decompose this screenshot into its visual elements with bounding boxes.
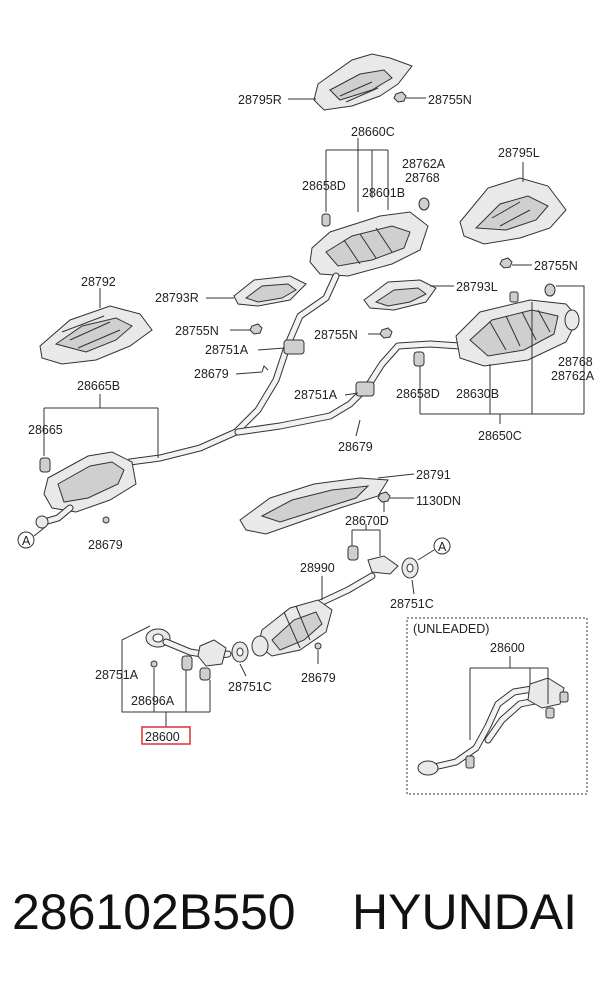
gasket-28751a-mid <box>355 381 375 397</box>
marker-a-right <box>417 537 451 561</box>
label-28665: 28665 <box>28 423 63 437</box>
label-28665b: 28665B <box>77 379 120 393</box>
hanger-28665 <box>39 457 51 473</box>
label-28990: 28990 <box>300 561 335 575</box>
gasket-28751c-lower <box>231 641 249 663</box>
label-28751a-3: 28751A <box>95 668 139 682</box>
heat-protector-28793l <box>363 279 437 311</box>
marker-a-left <box>17 527 45 549</box>
nut-28755n-top <box>393 91 407 103</box>
heat-protector-28795r <box>313 53 413 111</box>
bolt-1130dn <box>377 491 391 512</box>
label-28751c-1: 28751C <box>390 597 434 611</box>
label-28755n-right: 28755N <box>534 259 578 273</box>
label-28696a: 28696A <box>131 694 175 708</box>
hanger-28658d-right <box>413 351 425 367</box>
brand-name: HYUNDAI <box>352 884 578 940</box>
nut-28755n-left <box>249 323 263 335</box>
marker-a-left-text: A <box>22 534 31 548</box>
label-28768-right: 28768 <box>558 355 593 369</box>
label-28762a-top: 28762A <box>402 157 446 171</box>
label-28679-1: 28679 <box>194 367 229 381</box>
gasket-28751c-upper <box>401 557 419 579</box>
front-muffler-28665b <box>35 451 137 529</box>
label-28670d: 28670D <box>345 514 389 528</box>
label-28650c: 28650C <box>478 429 522 443</box>
nut-28755n-mid <box>379 327 393 339</box>
heat-protector-28795l <box>459 177 567 245</box>
highlight-box-28600 <box>141 726 191 745</box>
label-28601b: 28601B <box>362 186 405 200</box>
label-28679-3: 28679 <box>88 538 123 552</box>
label-28658d-right: 28658D <box>396 387 440 401</box>
front-pipe-28600-main <box>145 628 232 681</box>
heat-protector-28793r <box>233 275 307 307</box>
label-28793l: 28793L <box>456 280 498 294</box>
label-28660c: 28660C <box>351 125 395 139</box>
label-28630b: 28630B <box>456 387 499 401</box>
label-28762a-right: 28762A <box>551 369 595 383</box>
label-28795l: 28795L <box>498 146 540 160</box>
label-28600-inset: 28600 <box>490 641 525 655</box>
label-28751a-1: 28751A <box>205 343 249 357</box>
label-28658d-top: 28658D <box>302 179 346 193</box>
label-28679-4: 28679 <box>301 671 336 685</box>
label-28795r: 28795R <box>238 93 282 107</box>
heat-protector-28792 <box>39 305 153 365</box>
label-28791: 28791 <box>416 468 451 482</box>
label-28755n-top: 28755N <box>428 93 472 107</box>
label-28751a-2: 28751A <box>294 388 338 402</box>
footer: 286102B550 HYUNDAI <box>0 872 600 952</box>
unleaded-inset <box>406 617 588 795</box>
heat-protector-28791 <box>239 477 389 535</box>
center-muffler-28601b <box>309 211 429 277</box>
label-28600-main: 28600 <box>145 730 180 744</box>
label-1130dn: 1130DN <box>416 494 461 508</box>
label-unleaded: (UNLEADED) <box>413 622 489 636</box>
label-28679-2: 28679 <box>338 440 373 454</box>
marker-a-right-text: A <box>438 540 447 554</box>
label-28755n-mid: 28755N <box>314 328 358 342</box>
catalytic-converter-28990 <box>251 572 376 657</box>
label-28768-top: 28768 <box>405 171 440 185</box>
rear-muffler-28630b <box>455 299 580 367</box>
gasket-28762a-top <box>418 197 430 211</box>
part-number: 286102B550 <box>12 884 296 940</box>
label-28755n-left: 28755N <box>175 324 219 338</box>
gasket-28751a-upper <box>283 339 305 355</box>
label-28792: 28792 <box>81 275 116 289</box>
nut-28755n-right <box>499 257 513 269</box>
gasket-28762a-right <box>509 291 519 303</box>
hanger-28658d-top <box>321 213 331 227</box>
label-28793r: 28793R <box>155 291 199 305</box>
label-28751c-2: 28751C <box>228 680 272 694</box>
hanger-28768-right <box>544 283 556 297</box>
hanger-28670d <box>347 545 399 575</box>
